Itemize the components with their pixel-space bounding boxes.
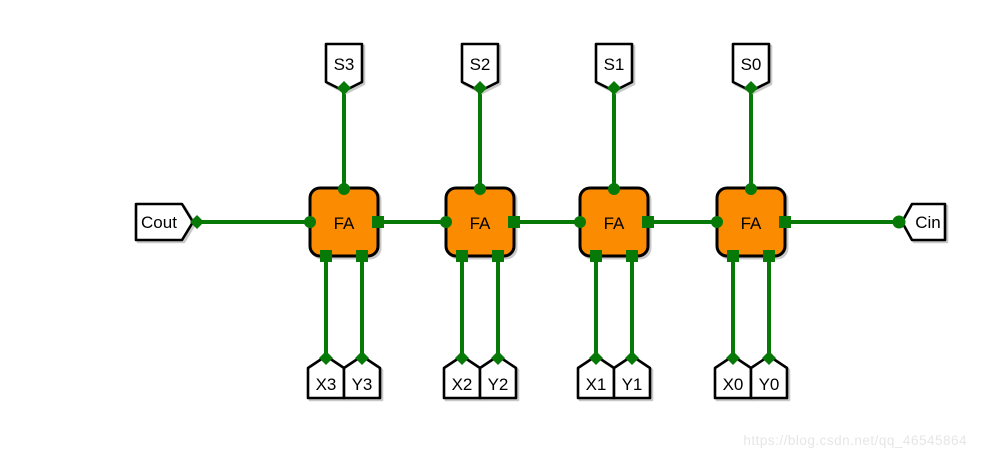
input-pin-x2[interactable]: X2: [442, 351, 482, 400]
output-pin-s0[interactable]: S0: [731, 42, 771, 95]
fa2-carry-in-port[interactable]: [508, 216, 520, 228]
adder-stage-bit3: S3 FA X3 Y3: [304, 42, 384, 400]
cin-pin-body[interactable]: [900, 202, 947, 242]
x3-pin-label: X3: [316, 375, 337, 394]
fa1-y-port[interactable]: [626, 250, 638, 262]
y1-pin-label: Y1: [622, 375, 643, 394]
fa0-block-label: FA: [741, 214, 762, 233]
x2-pin-label: X2: [452, 375, 473, 394]
adder-stage-bit0: S0 FA X0 Y0: [711, 42, 791, 400]
s3-pin-body[interactable]: [324, 42, 364, 93]
watermark-url-text: https://blog.csdn.net/qq_46545864: [743, 433, 967, 448]
adder-stage-bit1: S1 FA X1 Y1: [574, 42, 654, 400]
cout-pin-label: Cout: [141, 213, 177, 232]
s0-pin-label: S0: [741, 55, 762, 74]
s1-connection-diamond: [607, 81, 621, 95]
full-adder-bit1[interactable]: FA: [574, 183, 654, 262]
input-pin-cin[interactable]: Cin: [892, 202, 947, 242]
fa3-y-port[interactable]: [356, 250, 368, 262]
x2-connection-diamond: [455, 351, 469, 365]
output-pin-s3[interactable]: S3: [324, 42, 364, 95]
s3-connection-diamond: [337, 81, 351, 95]
full-adder-bit3[interactable]: FA: [304, 183, 384, 262]
fa0-x-port[interactable]: [727, 250, 739, 262]
s3-pin-label: S3: [334, 55, 355, 74]
fa3-carry-in-port[interactable]: [372, 216, 384, 228]
input-pin-y0[interactable]: Y0: [749, 351, 789, 400]
fa0-y-port[interactable]: [763, 250, 775, 262]
s2-pin-body[interactable]: [460, 42, 500, 93]
fa1-sum-port[interactable]: [608, 183, 620, 195]
x3-connection-diamond: [319, 351, 333, 365]
full-adder-bit0[interactable]: FA: [711, 183, 791, 262]
fa3-sum-port[interactable]: [338, 183, 350, 195]
x0-pin-label: X0: [723, 375, 744, 394]
y2-pin-label: Y2: [488, 375, 509, 394]
input-pin-y1[interactable]: Y1: [612, 351, 652, 400]
s0-connection-diamond: [744, 81, 758, 95]
cout-connection-diamond: [190, 215, 204, 229]
s1-pin-label: S1: [604, 55, 625, 74]
adder-stage-bit2: S2 FA X2 Y2: [440, 42, 520, 400]
fa1-block-label: FA: [604, 214, 625, 233]
fa1-x-port[interactable]: [590, 250, 602, 262]
y0-connection-diamond: [762, 351, 776, 365]
x1-connection-diamond: [589, 351, 603, 365]
input-pin-x1[interactable]: X1: [576, 351, 616, 400]
fa2-block-label: FA: [470, 214, 491, 233]
y3-connection-diamond: [355, 351, 369, 365]
fa3-carry-out-port[interactable]: [304, 216, 316, 228]
input-pin-x3[interactable]: X3: [306, 351, 346, 400]
s1-pin-body[interactable]: [594, 42, 634, 93]
input-pin-x0[interactable]: X0: [713, 351, 753, 400]
cin-pin-label: Cin: [915, 213, 941, 232]
s2-pin-label: S2: [470, 55, 491, 74]
y0-pin-label: Y0: [759, 375, 780, 394]
fa0-sum-port[interactable]: [745, 183, 757, 195]
output-pin-s2[interactable]: S2: [460, 42, 500, 95]
fa3-x-port[interactable]: [320, 250, 332, 262]
fa2-carry-out-port[interactable]: [440, 216, 452, 228]
y2-connection-diamond: [491, 351, 505, 365]
input-pin-y2[interactable]: Y2: [478, 351, 518, 400]
cout-pin-body[interactable]: [134, 202, 195, 242]
cin-connection-dot: [892, 215, 906, 229]
input-pin-y3[interactable]: Y3: [342, 351, 382, 400]
s0-pin-body[interactable]: [731, 42, 771, 93]
y1-connection-diamond: [625, 351, 639, 365]
fa1-carry-in-port[interactable]: [642, 216, 654, 228]
fa2-y-port[interactable]: [492, 250, 504, 262]
fa2-sum-port[interactable]: [474, 183, 486, 195]
y3-pin-label: Y3: [352, 375, 373, 394]
fa1-carry-out-port[interactable]: [574, 216, 586, 228]
fa2-x-port[interactable]: [456, 250, 468, 262]
full-adder-bit2[interactable]: FA: [440, 183, 520, 262]
fa0-carry-in-port[interactable]: [779, 216, 791, 228]
fa3-block-label: FA: [334, 214, 355, 233]
output-pin-cout[interactable]: Cout: [134, 202, 204, 242]
s2-connection-diamond: [473, 81, 487, 95]
x0-connection-diamond: [726, 351, 740, 365]
output-pin-s1[interactable]: S1: [594, 42, 634, 95]
x1-pin-label: X1: [586, 375, 607, 394]
fa0-carry-out-port[interactable]: [711, 216, 723, 228]
